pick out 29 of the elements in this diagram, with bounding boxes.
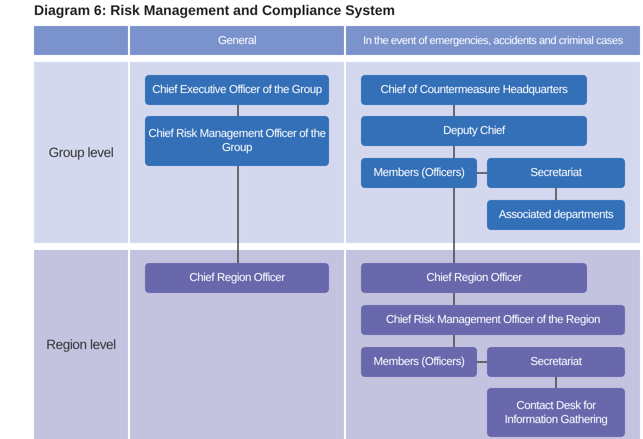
connector-line bbox=[453, 293, 455, 305]
connector-line bbox=[555, 188, 557, 200]
column-header: General bbox=[218, 34, 256, 46]
diagram-title: Diagram 6: Risk Management and Compliance System bbox=[34, 2, 395, 18]
connector-line bbox=[237, 166, 239, 263]
connector-line bbox=[453, 188, 455, 263]
org-box: Chief Risk Management Officer of the Region bbox=[361, 305, 625, 335]
org-box: Deputy Chief bbox=[361, 116, 587, 146]
row-label: Region level bbox=[46, 337, 116, 352]
org-box: Members (Officers) bbox=[361, 347, 477, 377]
org-box: Chief Region Officer bbox=[145, 263, 329, 293]
org-box: Chief Region Officer bbox=[361, 263, 587, 293]
org-box: Members (Officers) bbox=[361, 158, 477, 188]
connector-line bbox=[453, 335, 455, 347]
org-box: Secretariat bbox=[487, 158, 625, 188]
org-box: Secretariat bbox=[487, 347, 625, 377]
connector-line bbox=[453, 146, 455, 158]
column-header: In the event of emergencies, accidents and criminal cases bbox=[363, 34, 623, 46]
connector-line bbox=[453, 105, 455, 116]
org-box: Contact Desk for Information Gathering bbox=[487, 388, 625, 437]
connector-line bbox=[237, 105, 239, 116]
org-box: Associated departments bbox=[487, 200, 625, 230]
connector-line bbox=[477, 361, 487, 363]
row-label: Group level bbox=[48, 145, 114, 160]
org-box: Chief of Countermeasure Headquarters bbox=[361, 75, 587, 105]
org-box: Chief Risk Management Officer of the Group bbox=[145, 116, 329, 166]
connector-line bbox=[477, 172, 487, 174]
connector-line bbox=[555, 377, 557, 388]
org-box: Chief Executive Officer of the Group bbox=[145, 75, 329, 105]
